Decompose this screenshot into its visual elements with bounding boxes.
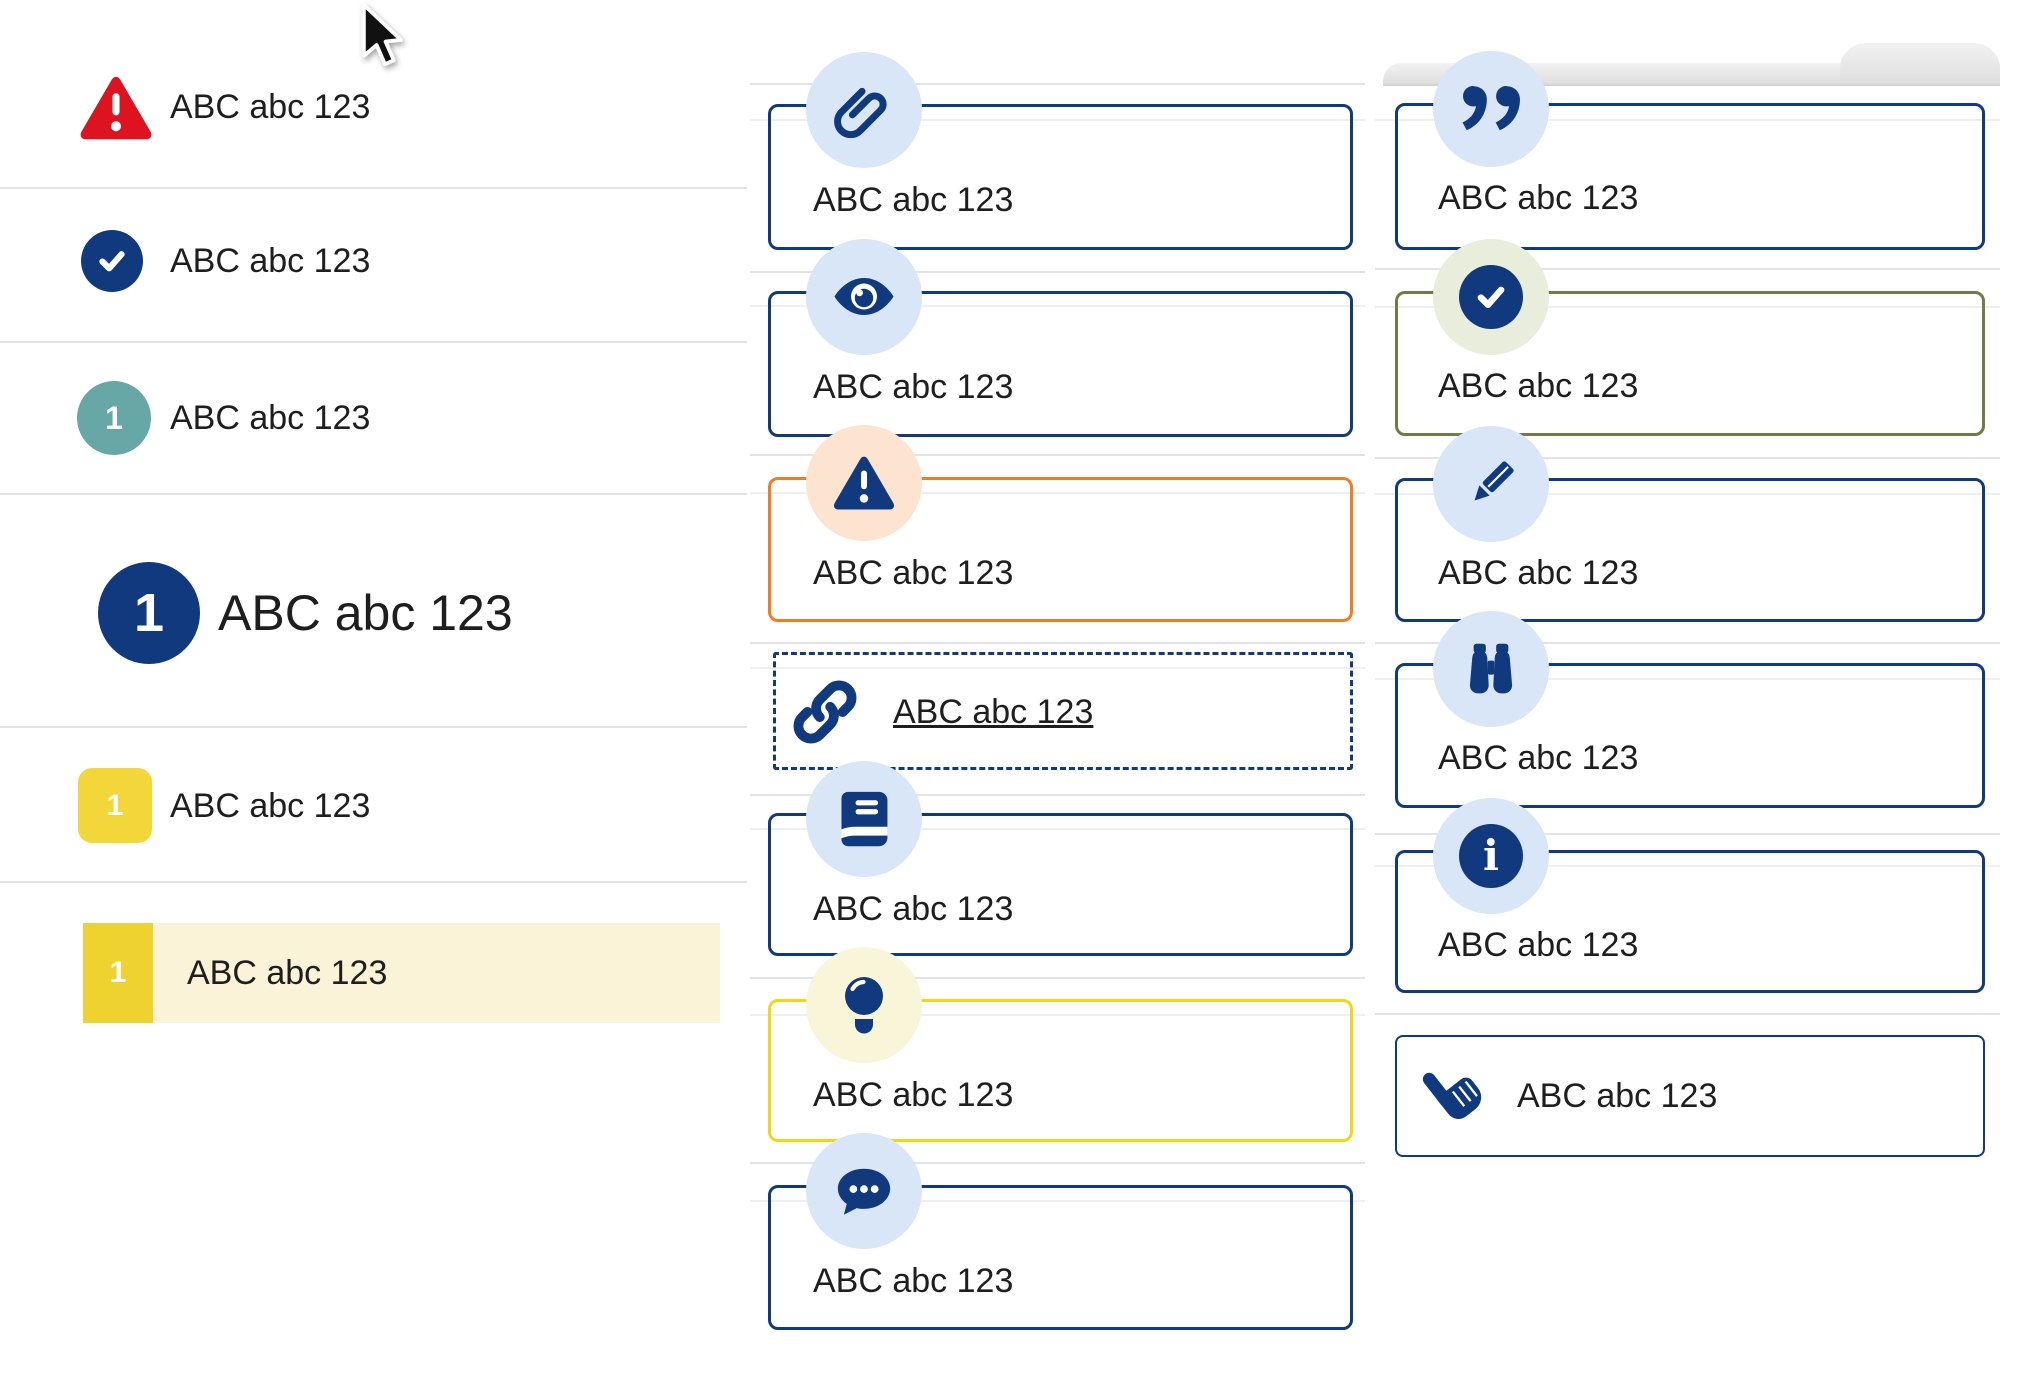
alert-triangle-icon bbox=[80, 76, 152, 140]
callout-warning bbox=[768, 477, 1353, 622]
callout-view bbox=[768, 291, 1353, 437]
callout-label: ABC abc 123 bbox=[813, 890, 1014, 928]
row-divider bbox=[1375, 865, 2000, 867]
callout-explore bbox=[1395, 663, 1985, 808]
callout-label: ABC abc 123 bbox=[813, 368, 1014, 406]
callout-label: ABC abc 123 bbox=[813, 1262, 1014, 1300]
check-circle-icon bbox=[1459, 265, 1523, 329]
selected-row-highlight bbox=[83, 923, 720, 1023]
number-badge-yellow: 1 bbox=[78, 768, 152, 843]
warning-icon-circle bbox=[806, 425, 922, 541]
row-divider bbox=[750, 667, 1365, 669]
info-icon-circle: i bbox=[1433, 798, 1549, 914]
warning-triangle-icon bbox=[833, 456, 895, 510]
callout-label: ABC abc 123 bbox=[1517, 1077, 1718, 1115]
row-divider bbox=[1375, 119, 2000, 121]
chat-bubble-icon bbox=[837, 1168, 891, 1215]
row-divider bbox=[750, 119, 1365, 121]
list-item-label: ABC abc 123 bbox=[170, 88, 371, 126]
pencil-icon-circle bbox=[1433, 426, 1549, 542]
callout-label: ABC abc 123 bbox=[1438, 179, 1639, 217]
row-divider bbox=[750, 977, 1365, 979]
eye-icon-circle bbox=[806, 239, 922, 355]
list-divider bbox=[0, 726, 747, 728]
row-divider bbox=[750, 794, 1365, 796]
row-divider bbox=[1375, 678, 2000, 680]
row-divider bbox=[750, 1162, 1365, 1164]
list-item-label: ABC abc 123 bbox=[187, 954, 388, 992]
quote-icon bbox=[1462, 85, 1520, 131]
callout-reference bbox=[768, 813, 1353, 956]
hand-pointer-icon bbox=[1422, 1072, 1482, 1119]
check-icon bbox=[99, 251, 125, 272]
list-item-label: ABC abc 123 bbox=[170, 787, 371, 825]
row-divider bbox=[750, 492, 1365, 494]
callout-label: ABC abc 123 bbox=[813, 1076, 1014, 1114]
callout-tip bbox=[768, 999, 1353, 1142]
number-badge-yellow: 1 bbox=[83, 923, 153, 1023]
check-icon bbox=[1477, 286, 1505, 308]
check-circle-icon bbox=[81, 230, 143, 292]
number-badge-teal: 1 bbox=[77, 381, 151, 455]
row-divider bbox=[750, 642, 1365, 644]
callout-link-text[interactable]: ABC abc 123 bbox=[893, 693, 1094, 731]
list-item-label: ABC abc 123 bbox=[218, 585, 513, 641]
success-icon-circle bbox=[1433, 239, 1549, 355]
callout-label: ABC abc 123 bbox=[1438, 554, 1639, 592]
row-divider bbox=[1375, 493, 2000, 495]
row-divider bbox=[750, 828, 1365, 830]
paperclip-icon-circle bbox=[806, 52, 922, 168]
callout-action-button[interactable] bbox=[1395, 1035, 1985, 1157]
row-divider bbox=[750, 1014, 1365, 1016]
mouse-cursor bbox=[361, 2, 403, 67]
callout-label: ABC abc 123 bbox=[1438, 367, 1639, 405]
lightbulb-icon bbox=[845, 977, 883, 1034]
callout-edit bbox=[1395, 478, 1985, 622]
book-icon bbox=[841, 791, 888, 847]
row-divider bbox=[1375, 457, 2000, 459]
list-item-label: ABC abc 123 bbox=[170, 242, 371, 280]
row-divider bbox=[1375, 833, 2000, 835]
callout-success bbox=[1395, 291, 1985, 436]
collapsed-panel-corner bbox=[1840, 43, 2000, 86]
pencil-icon bbox=[1474, 461, 1514, 501]
callout-attachment bbox=[768, 104, 1353, 250]
callout-link[interactable] bbox=[773, 652, 1353, 770]
row-divider bbox=[1375, 306, 2000, 308]
link-icon bbox=[793, 680, 857, 744]
binoculars-icon bbox=[1469, 643, 1513, 694]
row-divider bbox=[750, 83, 1365, 85]
number-badge-large: 1 bbox=[98, 562, 200, 664]
callout-label: ABC abc 123 bbox=[1438, 739, 1639, 777]
row-divider bbox=[750, 271, 1365, 273]
row-divider bbox=[750, 454, 1365, 456]
list-divider bbox=[0, 187, 747, 189]
callout-comment bbox=[768, 1185, 1353, 1330]
row-divider bbox=[1375, 268, 2000, 270]
callout-label: ABC abc 123 bbox=[1438, 926, 1639, 964]
info-icon: i bbox=[1459, 824, 1523, 888]
callout-label: ABC abc 123 bbox=[813, 554, 1014, 592]
row-divider bbox=[1375, 642, 2000, 644]
row-divider bbox=[1375, 1013, 2000, 1015]
binoculars-icon-circle bbox=[1433, 611, 1549, 727]
list-divider bbox=[0, 493, 747, 495]
lightbulb-icon-circle bbox=[806, 947, 922, 1063]
callout-label: ABC abc 123 bbox=[813, 181, 1014, 219]
row-divider bbox=[750, 305, 1365, 307]
paperclip-icon bbox=[834, 87, 887, 139]
list-divider bbox=[0, 881, 747, 883]
info-letter: i bbox=[1483, 831, 1499, 880]
list-item-label: ABC abc 123 bbox=[170, 399, 371, 437]
book-icon-circle bbox=[806, 761, 922, 877]
row-divider bbox=[750, 1200, 1365, 1202]
eye-icon bbox=[834, 278, 894, 315]
callout-quote bbox=[1395, 103, 1985, 250]
list-divider bbox=[0, 341, 747, 343]
chat-icon-circle bbox=[806, 1133, 922, 1249]
quote-icon-circle bbox=[1433, 51, 1549, 167]
callout-info bbox=[1395, 850, 1985, 993]
